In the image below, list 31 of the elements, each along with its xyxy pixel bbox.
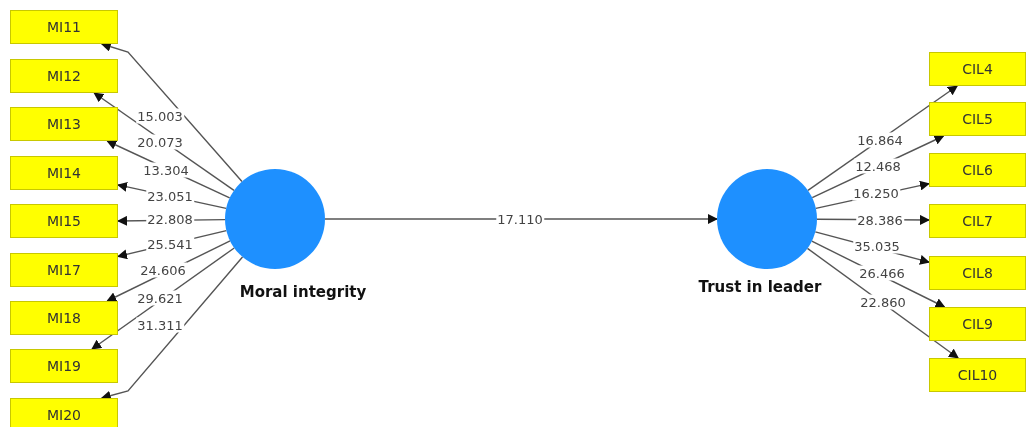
edge-label: 12.468 — [854, 158, 902, 174]
indicator-box: MI17 — [10, 253, 118, 287]
edge-label: 35.035 — [853, 238, 901, 254]
construct-label: Moral integrity — [239, 281, 367, 303]
edge-label: 20.073 — [136, 134, 184, 150]
indicator-box: CIL4 — [929, 52, 1026, 86]
edge-label: 16.864 — [856, 132, 904, 148]
edge-label: 26.466 — [858, 265, 906, 281]
edge-label: 24.606 — [139, 262, 187, 278]
edge-label: 29.621 — [136, 290, 184, 306]
edge-label: 22.860 — [859, 294, 907, 310]
indicator-box: MI14 — [10, 156, 118, 190]
edge-label: 13.304 — [142, 162, 190, 178]
edge-label: 25.541 — [146, 236, 194, 252]
edge-label: 15.003 — [136, 108, 184, 124]
indicator-box: MI12 — [10, 59, 118, 93]
indicator-box: CIL10 — [929, 358, 1026, 392]
indicator-box: CIL9 — [929, 307, 1026, 341]
indicator-box: MI13 — [10, 107, 118, 141]
indicator-box: MI11 — [10, 10, 118, 44]
indicator-box: CIL7 — [929, 204, 1026, 238]
construct-label: Trust in leader — [698, 276, 822, 298]
indicator-box: MI19 — [10, 349, 118, 383]
edge-label: 23.051 — [146, 188, 194, 204]
indicator-box: CIL6 — [929, 153, 1026, 187]
indicator-box: CIL5 — [929, 102, 1026, 136]
indicator-box: MI20 — [10, 398, 118, 427]
edge-label: 31.311 — [136, 317, 184, 333]
indicator-box: MI18 — [10, 301, 118, 335]
indicator-box: CIL8 — [929, 256, 1026, 290]
indicator-box: MI15 — [10, 204, 118, 238]
